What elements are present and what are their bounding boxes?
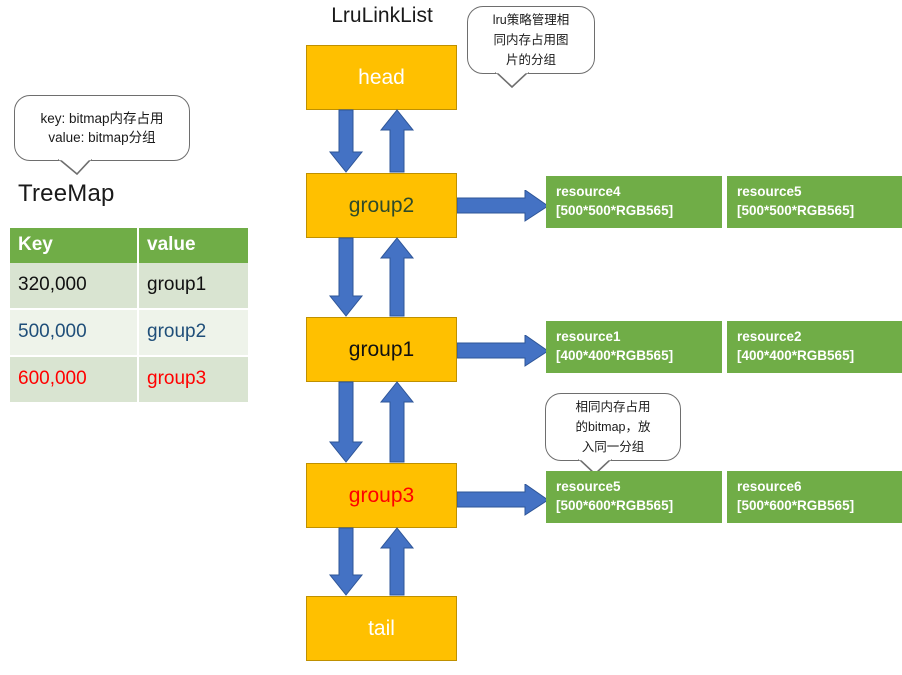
treemap-title: TreeMap <box>18 180 115 207</box>
cell-value: group2 <box>138 309 248 357</box>
resource-box: resource1 [400*400*RGB565] <box>546 321 722 373</box>
resource-name: resource5 <box>556 479 621 494</box>
arrow-group3-to-resources <box>457 484 549 516</box>
resource-dims: [400*400*RGB565] <box>737 348 855 363</box>
resource-group-group2: resource4 [500*500*RGB565] resource5 [50… <box>546 176 902 228</box>
treemap-table: Key value 320,000 group1 500,000 group2 … <box>10 228 248 404</box>
cell-key: 320,000 <box>10 263 139 310</box>
cell-key: 500,000 <box>10 309 139 357</box>
linklist-node-tail: tail <box>306 596 457 661</box>
arrow-pair-group3-tail <box>306 527 457 596</box>
resource-name: resource5 <box>737 184 802 199</box>
cell-key: 600,000 <box>10 356 139 404</box>
treemap-legend-callout: key: bitmap内存占用 value: bitmap分组 <box>14 95 190 161</box>
callout-line: 同内存占用图 <box>493 33 569 47</box>
arrow-group2-to-resources <box>457 190 549 222</box>
resource-box: resource5 [500*600*RGB565] <box>546 471 722 523</box>
cell-value: group3 <box>138 356 248 404</box>
linklist-title: LruLinkList <box>331 4 433 27</box>
cell-value: group1 <box>138 263 248 310</box>
arrow-up-icon <box>379 527 415 596</box>
callout-tail-treemap <box>58 159 92 175</box>
resource-dims: [400*400*RGB565] <box>556 348 674 363</box>
arrow-down-icon <box>328 109 364 173</box>
resource-box: resource2 [400*400*RGB565] <box>727 321 902 373</box>
arrow-up-icon <box>379 381 415 463</box>
arrow-pair-group1-group3 <box>306 381 457 463</box>
linklist-node-group3: group3 <box>306 463 457 528</box>
table-header-row: Key value <box>10 228 248 263</box>
resource-box: resource5 [500*500*RGB565] <box>727 176 902 228</box>
linklist-node-head: head <box>306 45 457 110</box>
resource-box: resource6 [500*600*RGB565] <box>727 471 902 523</box>
lru-strategy-callout: lru策略管理相 同内存占用图 片的分组 <box>467 6 595 74</box>
arrow-right-icon <box>457 190 549 222</box>
callout-tail-lru <box>495 72 529 88</box>
arrow-pair-head-group2 <box>306 109 457 173</box>
table-row: 600,000 group3 <box>10 356 248 404</box>
resource-dims: [500*600*RGB565] <box>737 498 855 513</box>
linklist-node-group1: group1 <box>306 317 457 382</box>
resource-name: resource1 <box>556 329 621 344</box>
resource-dims: [500*600*RGB565] <box>556 498 674 513</box>
resource-box: resource4 [500*500*RGB565] <box>546 176 722 228</box>
callout-line: 片的分组 <box>505 53 556 67</box>
callout-line: key: bitmap内存占用 <box>40 111 164 126</box>
callout-line: 的bitmap，放 <box>575 420 651 434</box>
resource-name: resource4 <box>556 184 621 199</box>
arrow-group1-to-resources <box>457 335 549 367</box>
callout-line: value: bitmap分组 <box>48 130 156 145</box>
arrow-down-icon <box>328 381 364 463</box>
table-row: 320,000 group1 <box>10 263 248 310</box>
arrow-down-icon <box>328 527 364 596</box>
resource-group-group3: resource5 [500*600*RGB565] resource6 [50… <box>546 471 902 523</box>
resource-group-group1: resource1 [400*400*RGB565] resource2 [40… <box>546 321 902 373</box>
column-header-key: Key <box>10 228 139 263</box>
callout-tail-same-memory <box>578 459 612 475</box>
resource-name: resource2 <box>737 329 802 344</box>
callout-line: 相同内存占用 <box>575 400 651 414</box>
linklist-node-group2: group2 <box>306 173 457 238</box>
table-row: 500,000 group2 <box>10 309 248 357</box>
same-memory-callout: 相同内存占用 的bitmap，放 入同一分组 <box>545 393 681 461</box>
callout-line: 入同一分组 <box>581 440 645 454</box>
arrow-up-icon <box>379 109 415 173</box>
callout-line: lru策略管理相 <box>492 13 570 27</box>
arrow-pair-group2-group1 <box>306 237 457 317</box>
resource-dims: [500*500*RGB565] <box>556 203 674 218</box>
resource-name: resource6 <box>737 479 802 494</box>
arrow-right-icon <box>457 335 549 367</box>
arrow-right-icon <box>457 484 549 516</box>
arrow-down-icon <box>328 237 364 317</box>
column-header-value: value <box>138 228 248 263</box>
arrow-up-icon <box>379 237 415 317</box>
resource-dims: [500*500*RGB565] <box>737 203 855 218</box>
